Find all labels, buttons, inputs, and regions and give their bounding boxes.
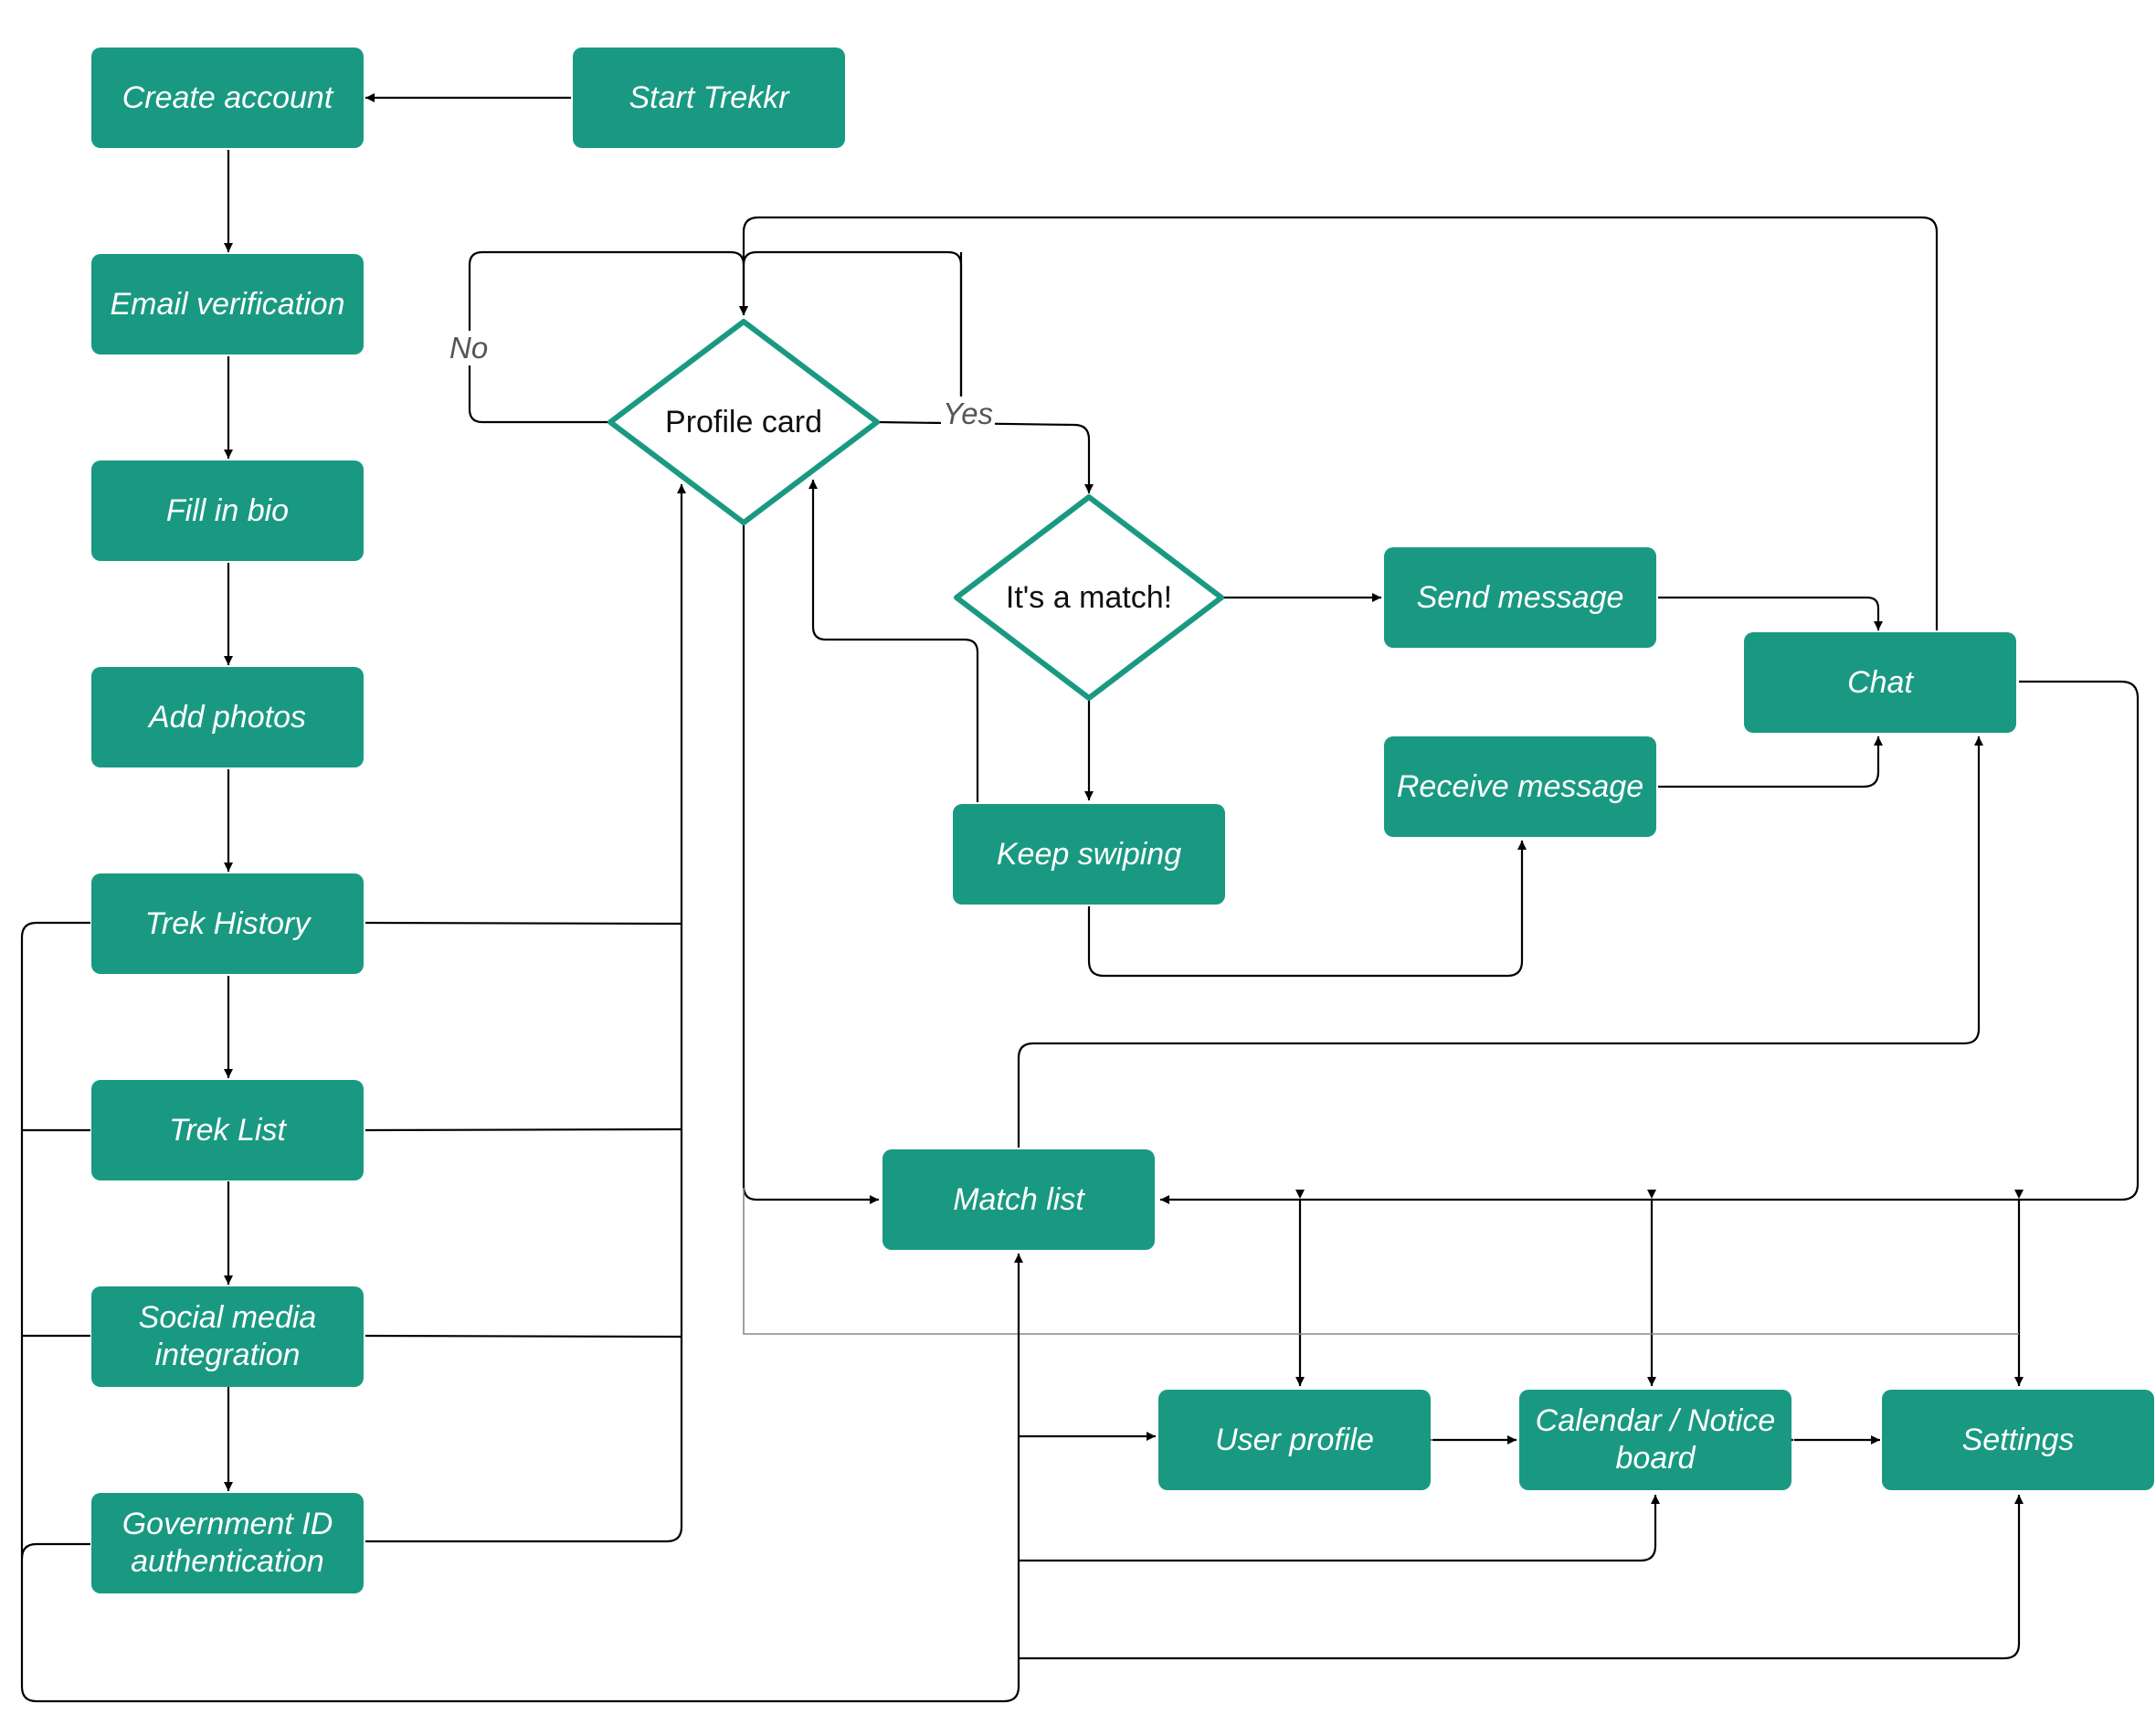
edge-govid-bus [365, 484, 686, 1543]
edge-social-bus [365, 1334, 682, 1339]
node-match-list-label: Match list [953, 1181, 1084, 1217]
node-start-trekkr-label: Start Trekkr [629, 79, 789, 115]
node-email-verification-label: Email verification [110, 286, 345, 322]
node-send-message-label: Send message [1416, 579, 1624, 615]
edge-profile-to-matchlist [742, 523, 879, 1204]
node-calendar-notice-board[interactable]: Calendar / Notice board [1519, 1390, 1791, 1490]
its-a-match-diamond [954, 494, 1224, 701]
its-a-match-label: It's a match! [979, 570, 1199, 625]
node-fill-in-bio-label: Fill in bio [165, 492, 290, 528]
node-create-account-label: Create account [122, 79, 333, 115]
profile-card-label: Profile card [634, 395, 853, 450]
edge-history-bus [365, 921, 682, 926]
edge-send-to-chat [1658, 596, 1883, 630]
node-send-message[interactable]: Send message [1384, 547, 1656, 648]
edge-left-loop [20, 921, 1020, 1703]
node-email-verification[interactable]: Email verification [91, 254, 364, 355]
edge-chat-to-matchlist [1160, 680, 2140, 1204]
node-user-profile-label: User profile [1215, 1422, 1374, 1457]
edge-feeder-calendar [1019, 1495, 1660, 1562]
node-calendar-label: Calendar / Notice board [1535, 1403, 1776, 1476]
node-government-id[interactable]: Government ID authentication [91, 1493, 364, 1593]
node-settings-label: Settings [1961, 1422, 2075, 1457]
its-a-match-text: It's a match! [1005, 579, 1173, 615]
node-government-id-label: Government ID authentication [122, 1507, 333, 1579]
edge-swipe-to-profile [808, 480, 979, 802]
node-receive-message-label: Receive message [1396, 768, 1644, 804]
edge-gray-bus [743, 1188, 2019, 1335]
edge-label-no: No [448, 331, 491, 365]
node-create-account[interactable]: Create account [91, 48, 364, 148]
node-receive-message[interactable]: Receive message [1384, 736, 1656, 837]
node-keep-swiping[interactable]: Keep swiping [953, 804, 1225, 905]
edge-receive-to-chat [1658, 736, 1883, 788]
edge-chat-to-profile [739, 216, 1939, 630]
edge-swipe-to-receive [1087, 841, 1527, 978]
node-start-trekkr[interactable]: Start Trekkr [573, 48, 845, 148]
edge-label-yes: Yes [941, 397, 996, 431]
node-user-profile[interactable]: User profile [1158, 1390, 1431, 1490]
edge-left-govid [20, 1542, 90, 1560]
edge-no-loop [468, 250, 748, 424]
edge-yes-top [742, 250, 963, 422]
edge-yes-to-match [876, 420, 1094, 493]
edge-treklist-bus [365, 1127, 682, 1132]
node-fill-in-bio[interactable]: Fill in bio [91, 460, 364, 561]
node-trek-history[interactable]: Trek History [91, 873, 364, 974]
node-chat[interactable]: Chat [1744, 632, 2016, 733]
node-add-photos[interactable]: Add photos [91, 667, 364, 767]
node-trek-list[interactable]: Trek List [91, 1080, 364, 1180]
node-keep-swiping-label: Keep swiping [996, 836, 1182, 872]
node-match-list[interactable]: Match list [882, 1149, 1155, 1250]
node-social-media[interactable]: Social media integration [91, 1286, 364, 1387]
node-trek-list-label: Trek List [169, 1112, 286, 1148]
node-trek-history-label: Trek History [144, 905, 311, 941]
edge-feeder-settings [1019, 1495, 2024, 1660]
node-settings[interactable]: Settings [1882, 1390, 2154, 1490]
edge-matchlist-to-chat [1017, 736, 1983, 1148]
profile-card-diamond [608, 319, 880, 525]
node-add-photos-label: Add photos [148, 699, 307, 735]
node-social-media-label: Social media integration [138, 1300, 317, 1372]
profile-card-text: Profile card [665, 404, 822, 439]
node-chat-label: Chat [1847, 664, 1913, 700]
